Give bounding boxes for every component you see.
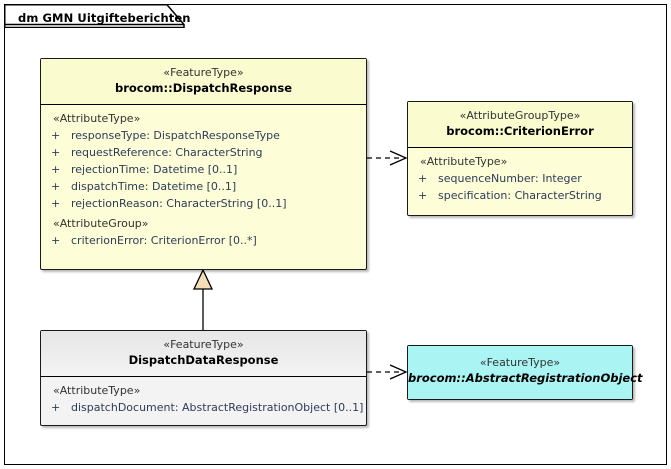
class-name: DispatchDataResponse [128,353,279,367]
attribute-row[interactable]: + sequenceNumber: Integer [408,170,632,187]
class-header-abstract-registration-object: «FeatureType» brocom::AbstractRegistrati… [408,346,643,399]
attribute-row[interactable]: + criterionError: CriterionError [0..*] [41,232,366,249]
attribute-group-label: «AttributeGroup» [53,217,149,230]
class-name: brocom::DispatchResponse [115,81,292,95]
class-attributes-dispatch-response: «AttributeType» + responseType: Dispatch… [41,105,366,249]
diagram-title-tab[interactable]: dm GMN Uitgifteberichten [4,4,191,28]
attribute-visibility: + [51,197,61,210]
class-attributes-dispatch-data-response: «AttributeType» + dispatchDocument: Abst… [41,377,366,416]
attribute-group-label: «AttributeType» [420,155,508,168]
class-attributes-criterion-error: «AttributeType» + sequenceNumber: Intege… [408,148,632,204]
attribute-row[interactable]: + dispatchTime: Datetime [0..1] [41,178,366,195]
attribute-row[interactable]: + specification: CharacterString [408,187,632,204]
attribute-text: dispatchTime: Datetime [0..1] [71,180,237,193]
attribute-visibility: + [418,172,428,185]
generalization-dispatchdataresponse-to-dispatchresponse [192,268,214,330]
attribute-row[interactable]: + rejectionTime: Datetime [0..1] [41,161,366,178]
class-name: brocom::CriterionError [446,124,594,138]
attribute-text: sequenceNumber: Integer [438,172,582,185]
attribute-text: responseType: DispatchResponseType [71,129,280,142]
attribute-visibility: + [51,401,61,414]
class-stereotype: «AttributeGroupType» [459,109,581,122]
class-header-dispatch-data-response: «FeatureType» DispatchDataResponse [41,331,366,377]
class-stereotype: «FeatureType» [163,66,244,79]
attribute-visibility: + [51,234,61,247]
attribute-text: requestReference: CharacterString [71,146,263,159]
attribute-text: criterionError: CriterionError [0..*] [71,234,257,247]
attribute-visibility: + [51,129,61,142]
attribute-text: dispatchDocument: AbstractRegistrationOb… [71,401,364,414]
class-box-criterion-error[interactable]: «AttributeGroupType» brocom::CriterionEr… [407,101,633,216]
dependency-dispatchresponse-to-criterionerror [367,150,408,166]
attribute-group-label: «AttributeType» [53,112,141,125]
attribute-group-label: «AttributeType» [53,384,141,397]
class-stereotype: «FeatureType» [479,356,561,369]
attribute-text: rejectionTime: Datetime [0..1] [71,163,238,176]
diagram-title-label: dm GMN Uitgifteberichten [18,11,191,25]
attribute-text: specification: CharacterString [438,189,602,202]
attribute-visibility: + [418,189,428,202]
attribute-text: rejectionReason: CharacterString [0..1] [71,197,287,210]
attribute-row[interactable]: + rejectionReason: CharacterString [0..1… [41,195,366,212]
class-header-dispatch-response: «FeatureType» brocom::DispatchResponse [41,59,366,105]
attribute-row[interactable]: + dispatchDocument: AbstractRegistration… [41,399,366,416]
class-box-abstract-registration-object[interactable]: «FeatureType» brocom::AbstractRegistrati… [407,345,643,400]
attribute-row[interactable]: + responseType: DispatchResponseType [41,127,366,144]
class-stereotype: «FeatureType» [163,338,244,351]
attribute-visibility: + [51,163,61,176]
attribute-visibility: + [51,180,61,193]
class-name: brocom::AbstractRegistrationObject [408,371,643,385]
attribute-row[interactable]: + requestReference: CharacterString [41,144,366,161]
dependency-dispatchdataresponse-to-abstractregistrationobject [367,364,408,380]
title-tab-shape [4,4,185,28]
class-box-dispatch-response[interactable]: «FeatureType» brocom::DispatchResponse «… [40,58,367,270]
attribute-visibility: + [51,146,61,159]
class-box-dispatch-data-response[interactable]: «FeatureType» DispatchDataResponse «Attr… [40,330,367,426]
class-header-criterion-error: «AttributeGroupType» brocom::CriterionEr… [408,102,632,148]
